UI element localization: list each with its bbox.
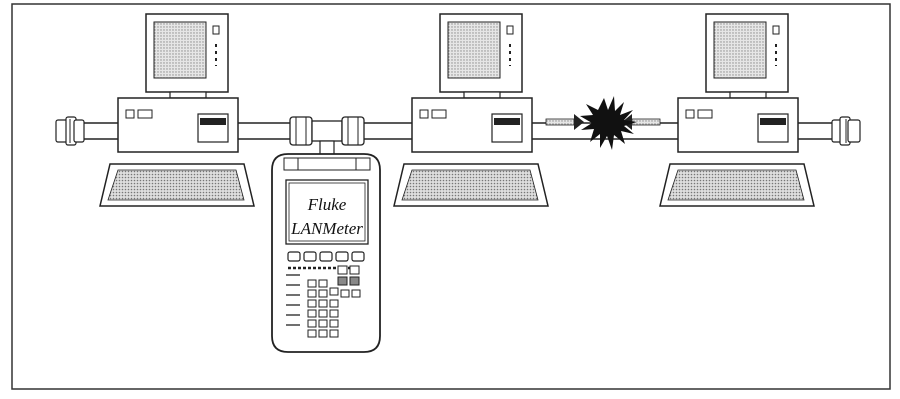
arrow-right (546, 114, 584, 130)
device-brand-text: Fluke (307, 195, 347, 214)
soft-keys (288, 252, 364, 261)
lan-tester-device: Fluke LANMeter (272, 154, 380, 352)
bnc-tee-connector (290, 117, 364, 155)
computer-3 (394, 14, 548, 206)
computer-1 (100, 14, 254, 206)
device-model-text: LANMeter (290, 219, 363, 238)
computer-4 (660, 14, 814, 206)
right-terminator (832, 117, 860, 145)
left-terminator (56, 117, 84, 145)
